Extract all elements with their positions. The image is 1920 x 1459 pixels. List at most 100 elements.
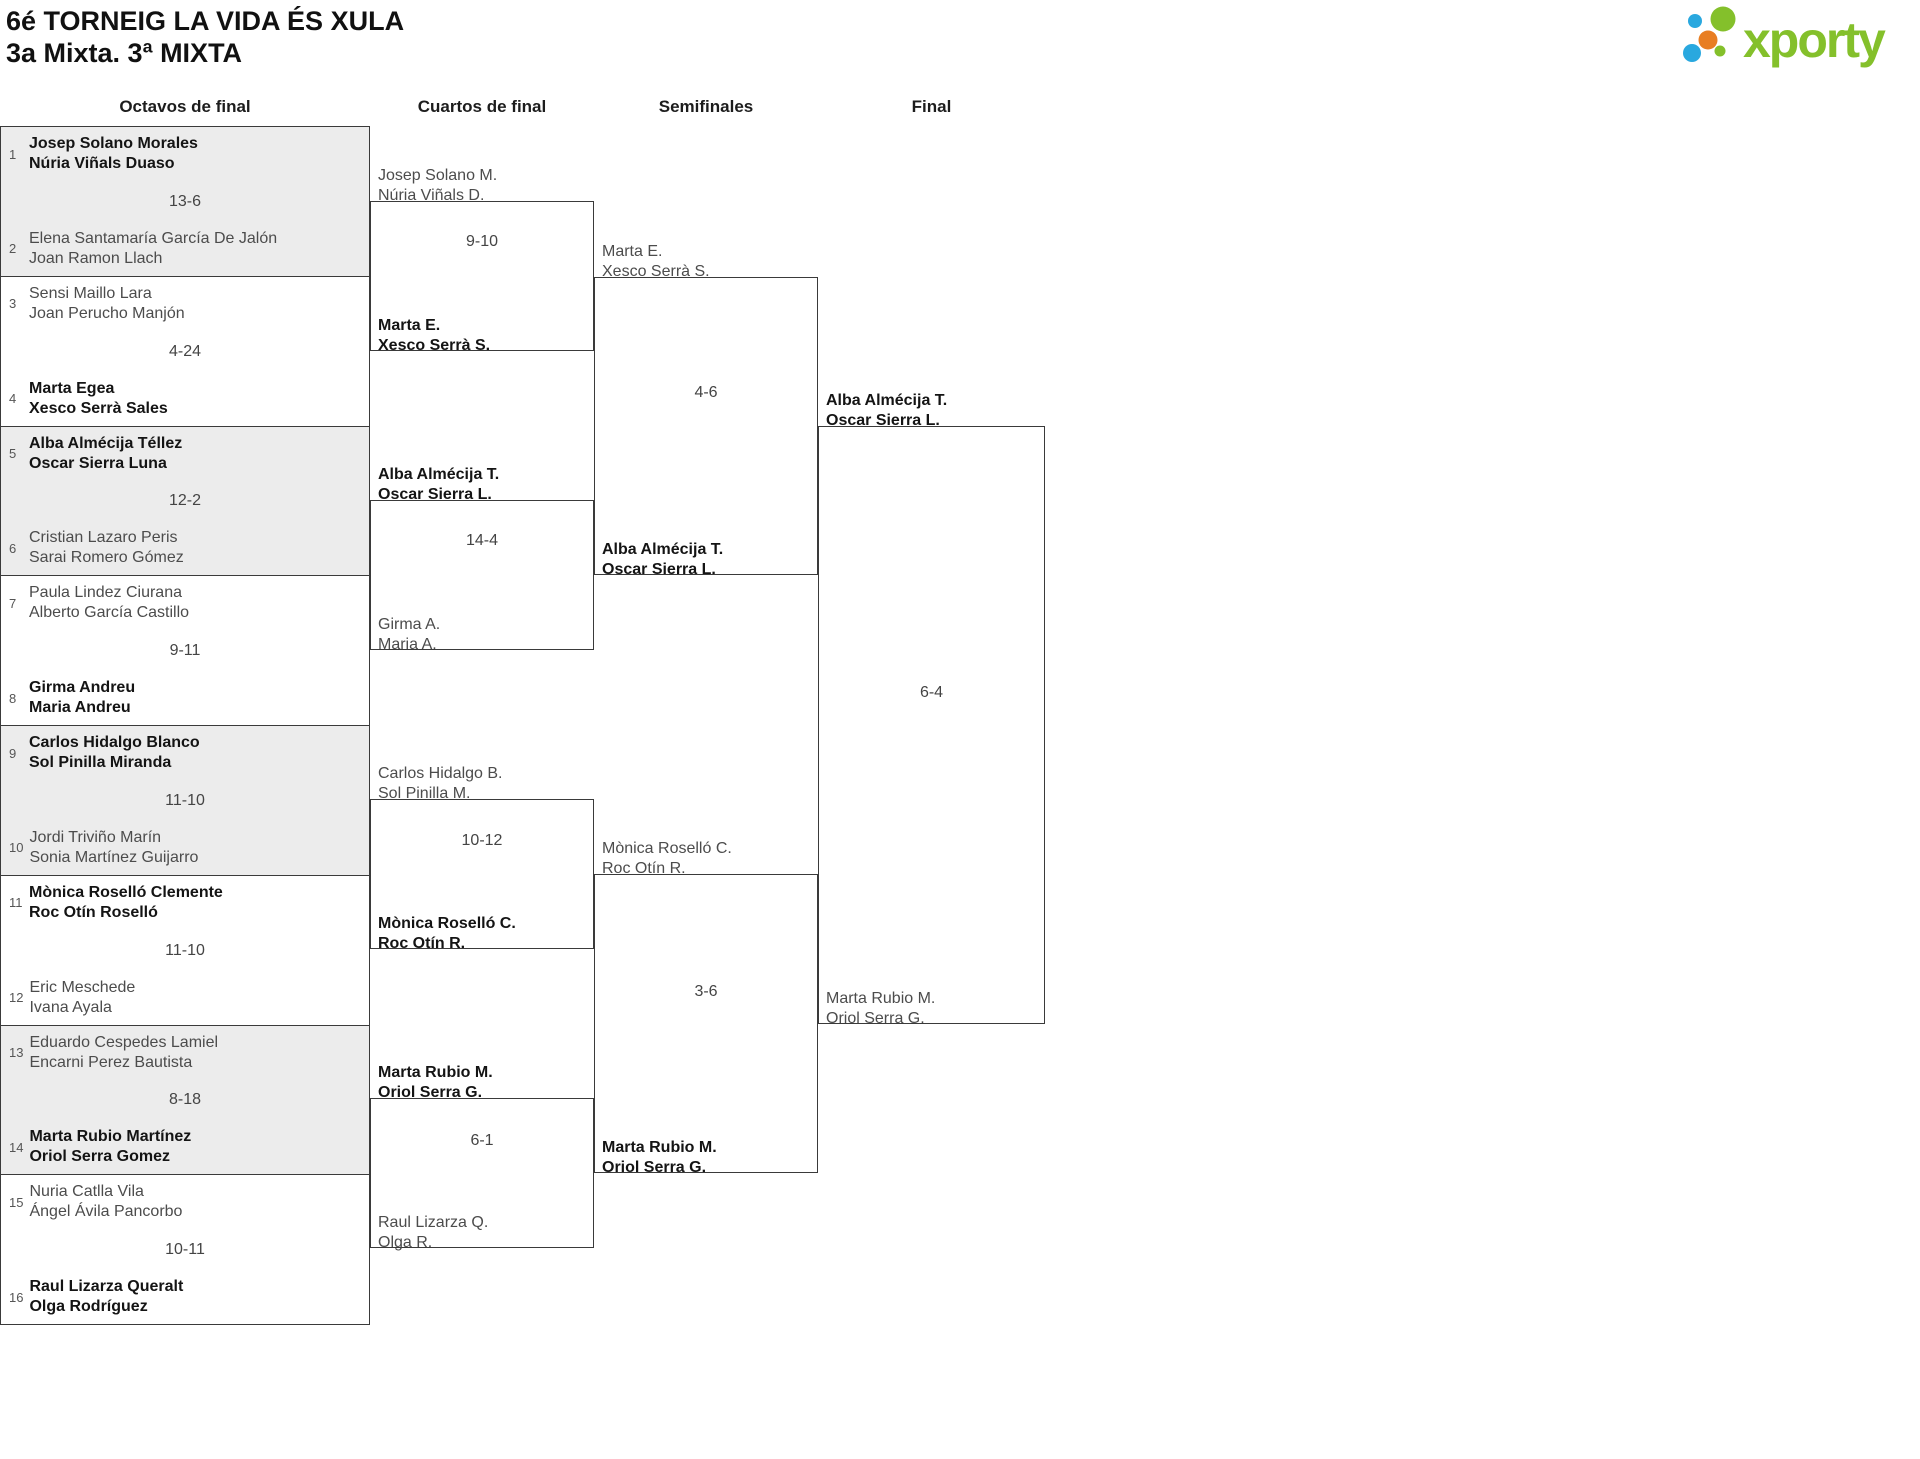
player-name: Cristian Lazaro Peris <box>29 529 178 547</box>
xporty-logo-text: xporty <box>1743 12 1886 68</box>
qf1-score: 9-10 <box>465 233 499 250</box>
player-name: Josep Solano Morales <box>29 135 198 152</box>
player-name: Ivana Ayala <box>29 998 112 1016</box>
team-names: Jordi Triviño Marín Sonia Martínez Guija… <box>29 828 198 868</box>
player-name: Olga R. <box>378 1234 433 1251</box>
r16-match-7: 13 Eduardo Cespedes Lamiel Encarni Perez… <box>1 1025 369 1176</box>
team-row: 15 Nuria Catlla Vila Ángel Ávila Pancorb… <box>7 1182 363 1222</box>
seed-number: 5 <box>9 446 17 461</box>
team-names: Girma Andreu Maria Andreu <box>29 678 135 718</box>
player-name: Oriol Serra Gomez <box>29 1148 170 1166</box>
player-name: Sol Pinilla Miranda <box>29 754 172 771</box>
player-name: Marta E. <box>602 243 663 260</box>
player-name: Marta Rubio Martínez <box>29 1128 192 1146</box>
team-names: Elena Santamaría García De Jalón Joan Ra… <box>29 229 277 269</box>
team-names: Sensi Maillo Lara Joan Perucho Manjón <box>29 284 185 324</box>
seed-number: 14 <box>9 1139 24 1155</box>
player-name: Ángel Ávila Pancorbo <box>29 1203 183 1221</box>
round-header-octavos: Octavos de final <box>119 97 251 116</box>
player-name: Encarni Perez Bautista <box>29 1053 193 1071</box>
r16-match-8: 15 Nuria Catlla Vila Ángel Ávila Pancorb… <box>1 1175 369 1324</box>
match-score: 4-24 <box>168 342 202 360</box>
match-score: 9-11 <box>169 642 201 660</box>
team-row: 14 Marta Rubio Martínez Oriol Serra Gome… <box>7 1127 363 1167</box>
r16-match-1: 1 Josep Solano Morales Núria Viñals Duas… <box>1 127 369 277</box>
final-team-a: Alba Almécija T. Oscar Sierra L. <box>826 373 1038 431</box>
player-name: Roc Otín R. <box>378 935 466 952</box>
final-score: 6-4 <box>919 684 944 701</box>
qf1-team-b: Marta E. Xesco Serrà S. <box>378 298 590 356</box>
player-name: Sol Pinilla M. <box>378 785 471 802</box>
seed-number: 6 <box>9 540 17 556</box>
qf4-team-a: Marta Rubio M. Oriol Serra G. <box>378 1045 590 1103</box>
seed-number: 7 <box>9 595 17 611</box>
team-row: 11 Mònica Roselló Clemente Roc Otín Rose… <box>7 883 363 923</box>
match-score: 12-2 <box>168 492 202 510</box>
team-row: 4 Marta Egea Xesco Serrà Sales <box>7 379 363 419</box>
team-row: 6 Cristian Lazaro Peris Sarai Romero Góm… <box>7 528 363 568</box>
player-name: Sensi Maillo Lara <box>29 284 152 302</box>
r16-match-2: 3 Sensi Maillo Lara Joan Perucho Manjón … <box>1 276 369 427</box>
team-row: 16 Raul Lizarza Queralt Olga Rodríguez <box>7 1277 363 1317</box>
seed-number: 11 <box>9 895 23 911</box>
player-name: Oriol Serra G. <box>602 1159 707 1176</box>
team-names: Marta Egea Xesco Serrà Sales <box>29 379 168 419</box>
player-name: Marta Rubio M. <box>826 990 936 1007</box>
qf3-team-a: Carlos Hidalgo B. Sol Pinilla M. <box>378 746 590 804</box>
qf2-team-a: Alba Almécija T. Oscar Sierra L. <box>378 447 590 505</box>
r16-match-6: 11 Mònica Roselló Clemente Roc Otín Rose… <box>1 875 369 1026</box>
team-names: Josep Solano Morales Núria Viñals Duaso <box>29 134 198 174</box>
player-name: Mònica Roselló Clemente <box>29 883 223 901</box>
player-name: Marta E. <box>378 317 441 334</box>
team-row: 8 Girma Andreu Maria Andreu <box>7 678 363 718</box>
final-match-box <box>818 426 1045 1024</box>
qf2-team-b: Girma A. Maria A. <box>378 597 590 655</box>
seed-number: 10 <box>9 840 24 856</box>
seed-number: 16 <box>9 1289 24 1305</box>
team-names: Raul Lizarza Queralt Olga Rodríguez <box>29 1277 183 1317</box>
sf2-team-b: Marta Rubio M. Oriol Serra G. <box>602 1120 814 1178</box>
seed-number: 1 <box>9 146 17 162</box>
player-name: Girma Andreu <box>29 679 136 696</box>
player-name: Alba Almécija T. <box>602 541 724 558</box>
sf1-team-a: Marta E. Xesco Serrà S. <box>602 224 814 282</box>
team-names: Eduardo Cespedes Lamiel Encarni Perez Ba… <box>29 1033 218 1073</box>
seed-number: 15 <box>9 1194 24 1210</box>
seed-number: 3 <box>9 296 17 312</box>
team-row: 7 Paula Lindez Ciurana Alberto García Ca… <box>7 583 363 623</box>
player-name: Oscar Sierra L. <box>378 486 492 503</box>
match-score: 13-6 <box>168 192 202 210</box>
player-name: Joan Perucho Manjón <box>29 304 185 322</box>
team-names: Carlos Hidalgo Blanco Sol Pinilla Mirand… <box>29 733 200 773</box>
sf2-team-a: Mònica Roselló C. Roc Otín R. <box>602 821 814 879</box>
r16-match-5: 9 Carlos Hidalgo Blanco Sol Pinilla Mira… <box>1 726 369 876</box>
player-name: Marta Rubio M. <box>602 1139 717 1156</box>
xporty-logo[interactable]: xporty <box>1678 4 1886 68</box>
player-name: Xesco Serrà S. <box>378 337 491 354</box>
player-name: Carlos Hidalgo Blanco <box>29 734 200 751</box>
player-name: Josep Solano M. <box>378 167 498 184</box>
qf3-team-b: Mònica Roselló C. Roc Otín R. <box>378 896 590 954</box>
player-name: Elena Santamaría García De Jalón <box>29 229 278 247</box>
team-names: Eric Meschede Ivana Ayala <box>29 978 135 1018</box>
final-team-b: Marta Rubio M. Oriol Serra G. <box>826 971 1038 1029</box>
seed-number: 4 <box>9 391 17 406</box>
player-name: Olga Rodríguez <box>29 1298 148 1315</box>
player-name: Sonia Martínez Guijarro <box>29 848 199 866</box>
player-name: Oscar Sierra Luna <box>29 454 167 472</box>
player-name: Oriol Serra G. <box>826 1010 925 1027</box>
player-name: Oriol Serra G. <box>378 1084 483 1101</box>
player-name: Raul Lizarza Q. <box>378 1214 489 1231</box>
player-name: Alba Almécija Téllez <box>29 434 183 452</box>
player-name: Oscar Sierra L. <box>826 412 940 429</box>
player-name: Nuria Catlla Vila <box>29 1183 144 1201</box>
player-name: Núria Viñals D. <box>378 187 485 204</box>
team-row: 12 Eric Meschede Ivana Ayala <box>7 978 363 1018</box>
team-row: 9 Carlos Hidalgo Blanco Sol Pinilla Mira… <box>7 733 363 773</box>
seed-number: 13 <box>9 1045 24 1060</box>
tournament-subtitle: 3a Mixta. 3ª MIXTA <box>6 38 243 68</box>
team-names: Paula Lindez Ciurana Alberto García Cast… <box>29 583 189 623</box>
sf2-score: 3-6 <box>694 983 718 1000</box>
round-header-final: Final <box>911 97 952 116</box>
team-names: Marta Rubio Martínez Oriol Serra Gomez <box>29 1127 191 1167</box>
